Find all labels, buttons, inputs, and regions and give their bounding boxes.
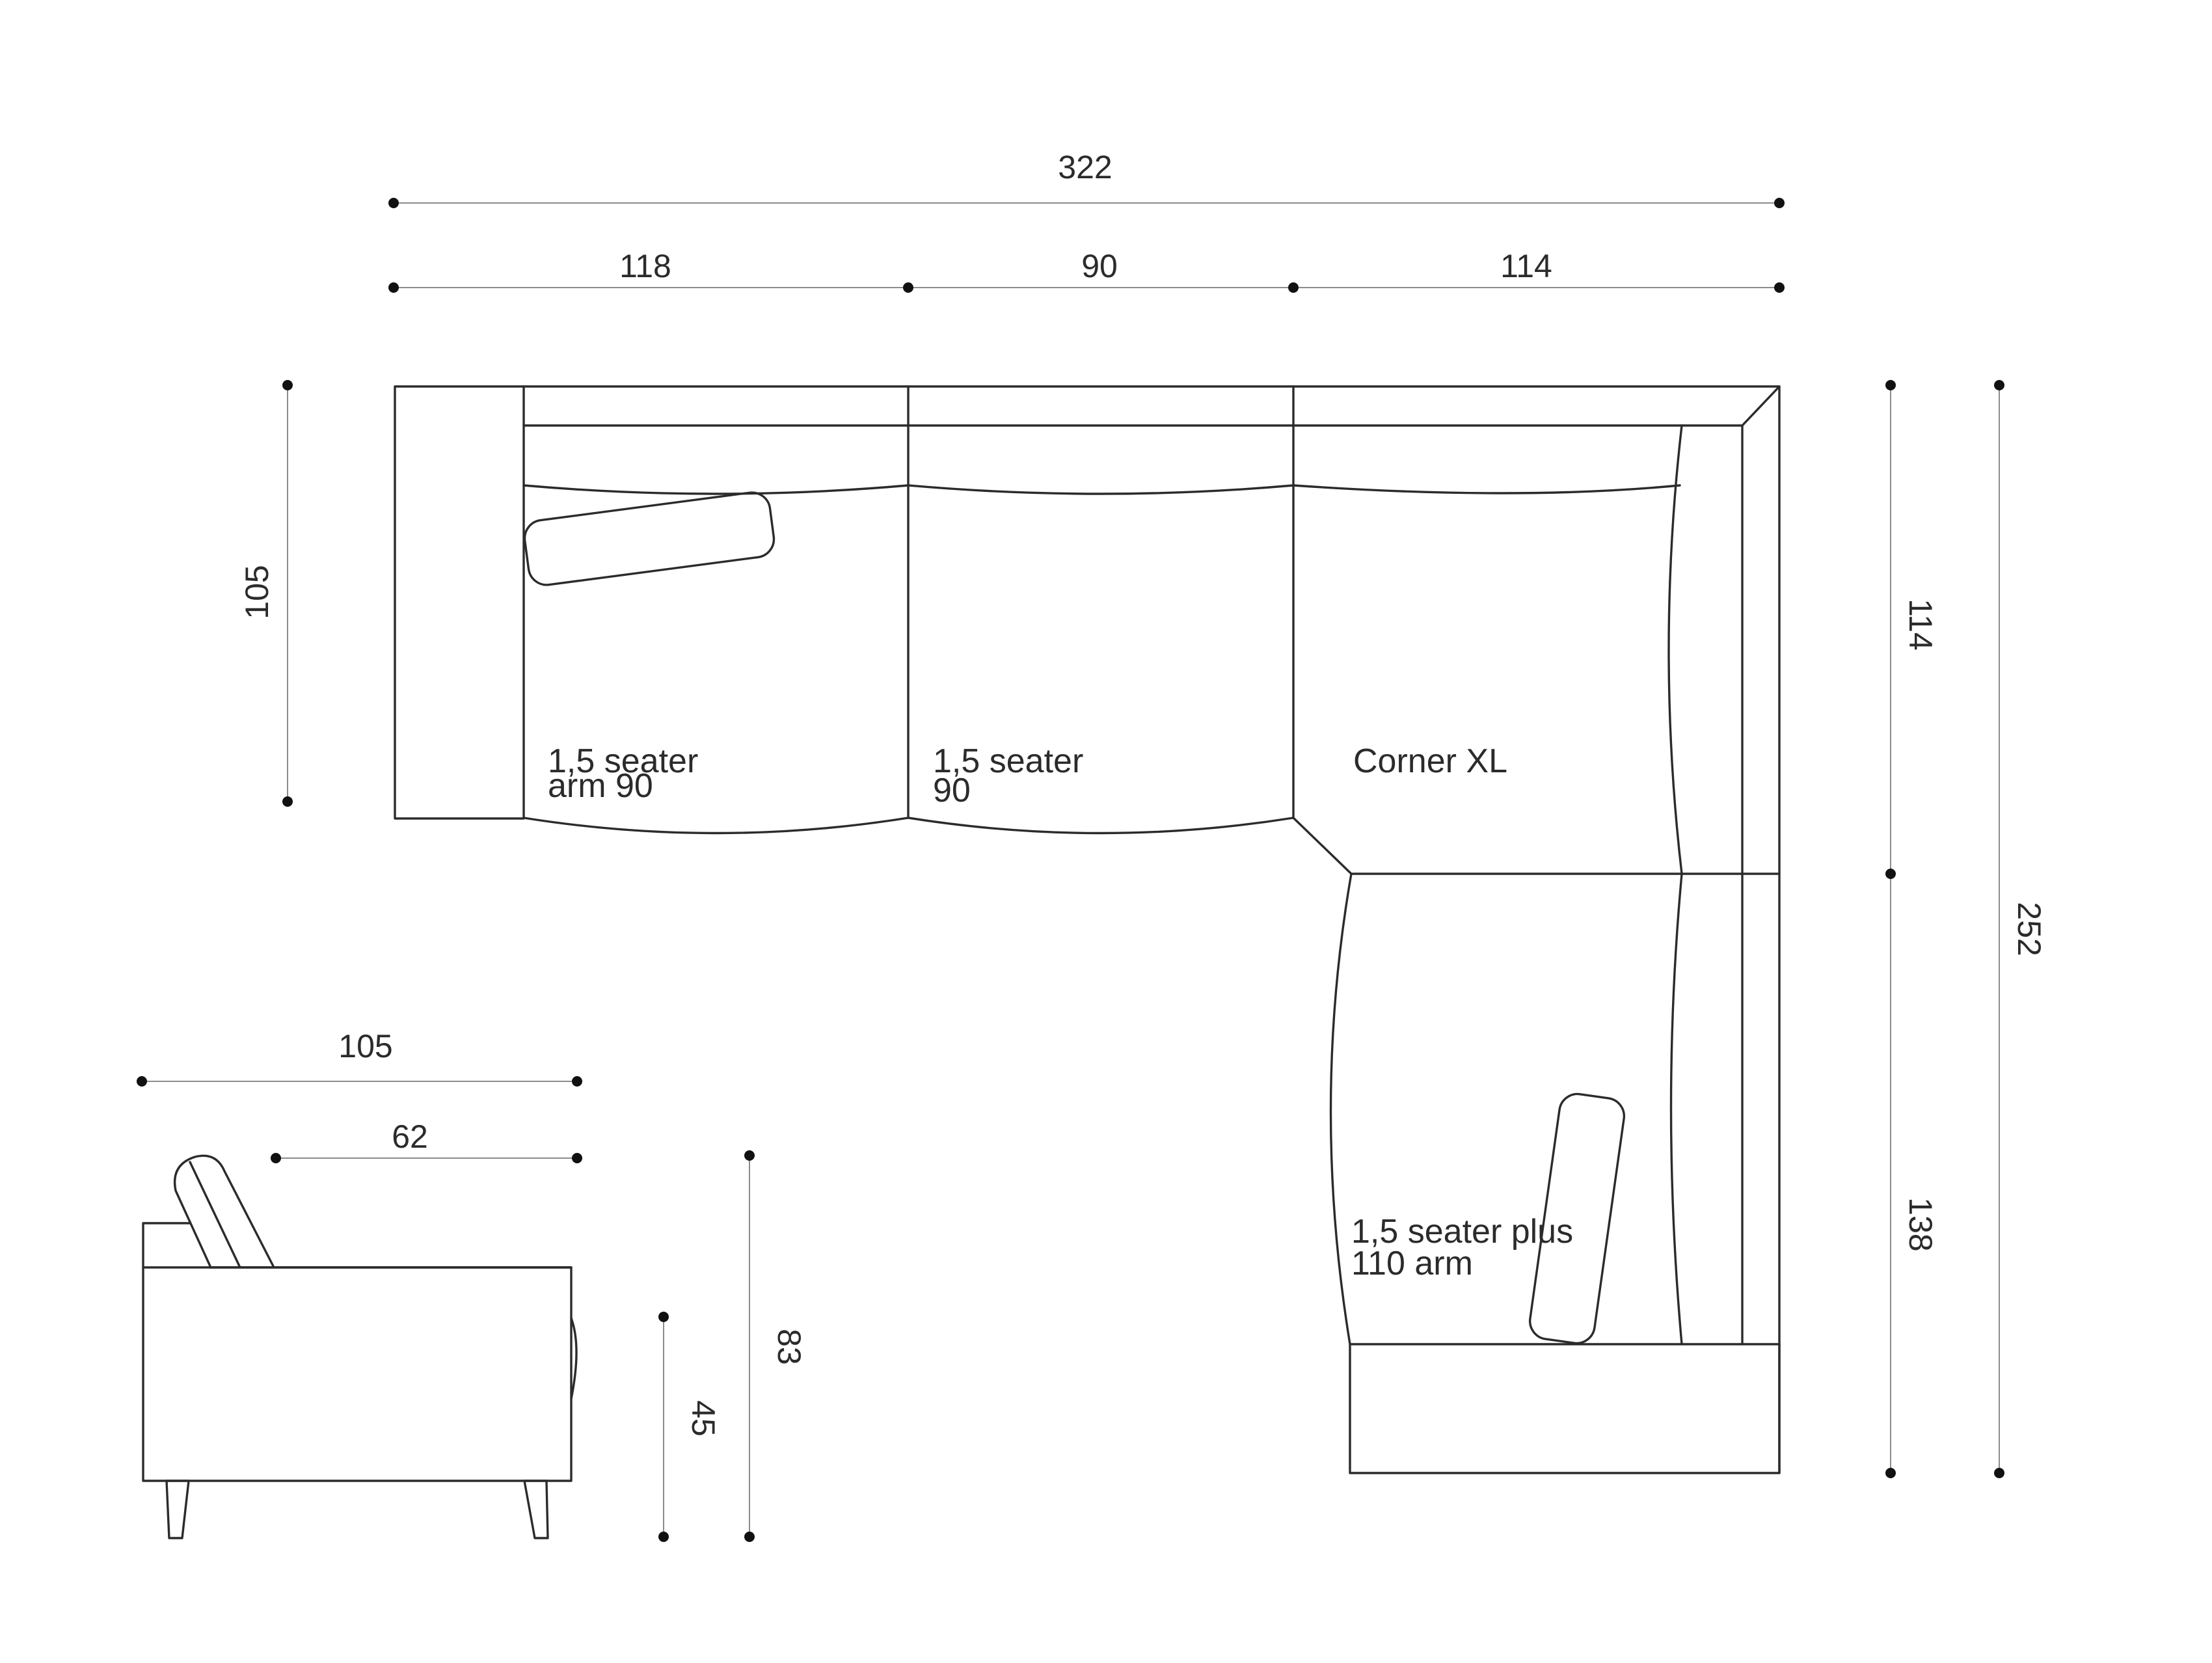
dimension-right-total-label: 252 — [2011, 902, 2047, 956]
chaise-bottom-armrest — [1349, 1343, 1781, 1474]
module-3-label-line1: Corner XL — [1353, 742, 1507, 780]
side-body — [142, 1266, 573, 1482]
side-dimension-seat-height: 45 — [658, 1312, 722, 1542]
module-2-label-line1: 1,5 seater — [933, 742, 1083, 780]
dimension-segment-3-label: 114 — [1500, 248, 1552, 284]
module-labels: 1,5 seater arm 90 1,5 seater 90 Corner X… — [548, 742, 1573, 1282]
dimension-right-total: 252 — [1994, 380, 2047, 1478]
sofa-side-view — [142, 1154, 578, 1539]
dimension-right-lower-label: 138 — [1902, 1197, 1939, 1251]
side-total-height-label: 83 — [771, 1329, 807, 1365]
dimension-left-depth: 105 — [239, 380, 293, 807]
leg-back — [165, 1480, 190, 1539]
side-seat-height-label: 45 — [685, 1400, 722, 1437]
left-armrest — [394, 385, 525, 820]
dimension-left-depth-label: 105 — [239, 565, 275, 619]
dimension-right-split: 114 138 — [1885, 380, 1939, 1478]
leg-front — [523, 1480, 549, 1539]
side-depth-label: 105 — [338, 1028, 392, 1064]
module-4-label-line1: 1,5 seater plus — [1351, 1213, 1573, 1251]
pillow-right — [1528, 1092, 1626, 1345]
sofa-top-view — [394, 385, 1781, 1474]
side-seat-depth-label: 62 — [392, 1118, 428, 1155]
side-dimension-total-height: 83 — [744, 1150, 807, 1542]
dimension-segment-1-label: 118 — [619, 248, 671, 284]
dimension-total-width-label: 322 — [1058, 149, 1112, 185]
dimension-total-width: 322 — [388, 149, 1785, 208]
side-dimension-seat-depth: 62 — [271, 1118, 582, 1163]
dimension-segments: 118 90 114 — [388, 248, 1785, 293]
dimension-right-upper-label: 114 — [1902, 599, 1939, 651]
module-1-label-line1: 1,5 seater — [548, 742, 698, 780]
module-2-label-line2: 90 — [933, 772, 971, 809]
side-dimension-depth: 105 — [137, 1028, 582, 1087]
module-1-label-line2: arm 90 — [548, 767, 653, 805]
pillow-left — [523, 491, 776, 586]
module-4-label-line2: 110 arm — [1351, 1245, 1473, 1282]
dimension-segment-2-label: 90 — [1081, 248, 1118, 284]
